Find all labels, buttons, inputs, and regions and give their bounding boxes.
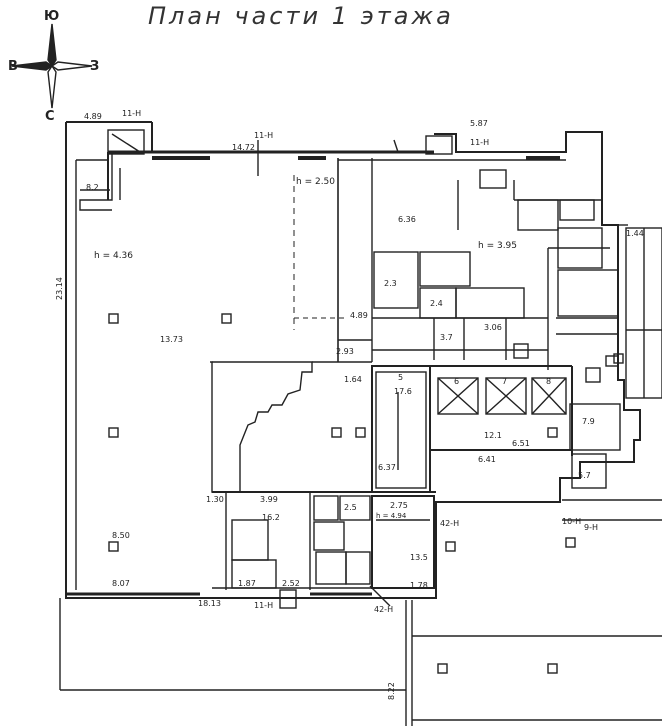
- height-center: h = 2.50: [296, 177, 335, 187]
- dim-d: 8.50: [112, 531, 130, 540]
- dim-b: 2.75: [390, 501, 408, 510]
- dim-right-side: 1.44: [626, 229, 644, 238]
- dim-bottom-3: 6.41: [478, 455, 496, 464]
- room-right-c-area: 2.4: [430, 299, 443, 308]
- compass-east-label: З: [90, 59, 99, 74]
- axis-marker-42-right: 42-Н: [440, 519, 459, 528]
- dim-c: 1.30: [206, 495, 224, 504]
- room-lower-left-area: 16.2: [262, 513, 280, 522]
- axis-marker-11-bottom: 11-Н: [254, 601, 273, 610]
- room-r9-area: 7.9: [582, 417, 595, 426]
- axis-marker-10: 10-Н: [562, 517, 581, 526]
- room-small-tl-area: 8.2: [86, 183, 99, 192]
- axis-marker-42-bottom: 42-Н: [374, 605, 393, 614]
- axis-marker-9: 9-Н: [584, 523, 598, 532]
- room-2-5-area: 2.5: [344, 503, 357, 512]
- dim-i: 1.87: [238, 579, 256, 588]
- dim-left-side: 23.14: [55, 277, 64, 300]
- compass-south-label: С: [45, 109, 55, 124]
- dim-top-right: 5.87: [470, 119, 488, 128]
- height-lower-block: h = 4.94: [376, 512, 407, 520]
- room-right-d-area: 3.7: [440, 333, 453, 342]
- room-6-label: 6: [454, 377, 459, 386]
- room-right-b-area: 2.3: [384, 279, 397, 288]
- dim-h: 3.06: [484, 323, 502, 332]
- dim-e: 6.37: [378, 463, 396, 472]
- room-rt-area: 5.7: [578, 471, 591, 480]
- dim-l: 1.78: [410, 581, 428, 590]
- dim-f: 2.93: [336, 347, 354, 356]
- dim-top-left: 4.89: [84, 112, 102, 121]
- dim-bottom-4: 6.51: [512, 439, 530, 448]
- height-right-block: h = 3.95: [478, 241, 517, 251]
- room-lower-mid-area: 13.5: [410, 553, 428, 562]
- room-big-hall-area: 13.73: [160, 335, 183, 344]
- dim-k: 4.89: [350, 311, 368, 320]
- room-8-label: 8: [546, 377, 551, 386]
- page-title: План части 1 этажа: [148, 2, 454, 30]
- compass-west-label: В: [8, 59, 18, 74]
- dim-g: 1.64: [344, 375, 362, 384]
- dim-m: 8.22: [387, 682, 396, 700]
- compass-icon: [11, 23, 93, 109]
- height-left-hall: h = 4.36: [94, 251, 133, 261]
- room-7-label: 7: [502, 377, 507, 386]
- compass-north-label: Ю: [44, 9, 59, 24]
- dim-top-mid: 14.72: [232, 143, 255, 152]
- dim-a: 3.99: [260, 495, 278, 504]
- elevator-hall-area: 12.1: [484, 431, 502, 440]
- stair-area: 17.6: [394, 387, 412, 396]
- axis-marker-11-top: 11-Н: [122, 109, 141, 118]
- dim-bottom-1: 8.07: [112, 579, 130, 588]
- dim-bottom-2: 18.13: [198, 599, 221, 608]
- room-5-label: 5: [398, 373, 403, 382]
- room-right-a-area: 6.36: [398, 215, 416, 224]
- axis-marker-11-right: 11-Н: [470, 138, 489, 147]
- axis-marker-11-mid: 11-Н: [254, 131, 273, 140]
- dim-j: 2.52: [282, 579, 300, 588]
